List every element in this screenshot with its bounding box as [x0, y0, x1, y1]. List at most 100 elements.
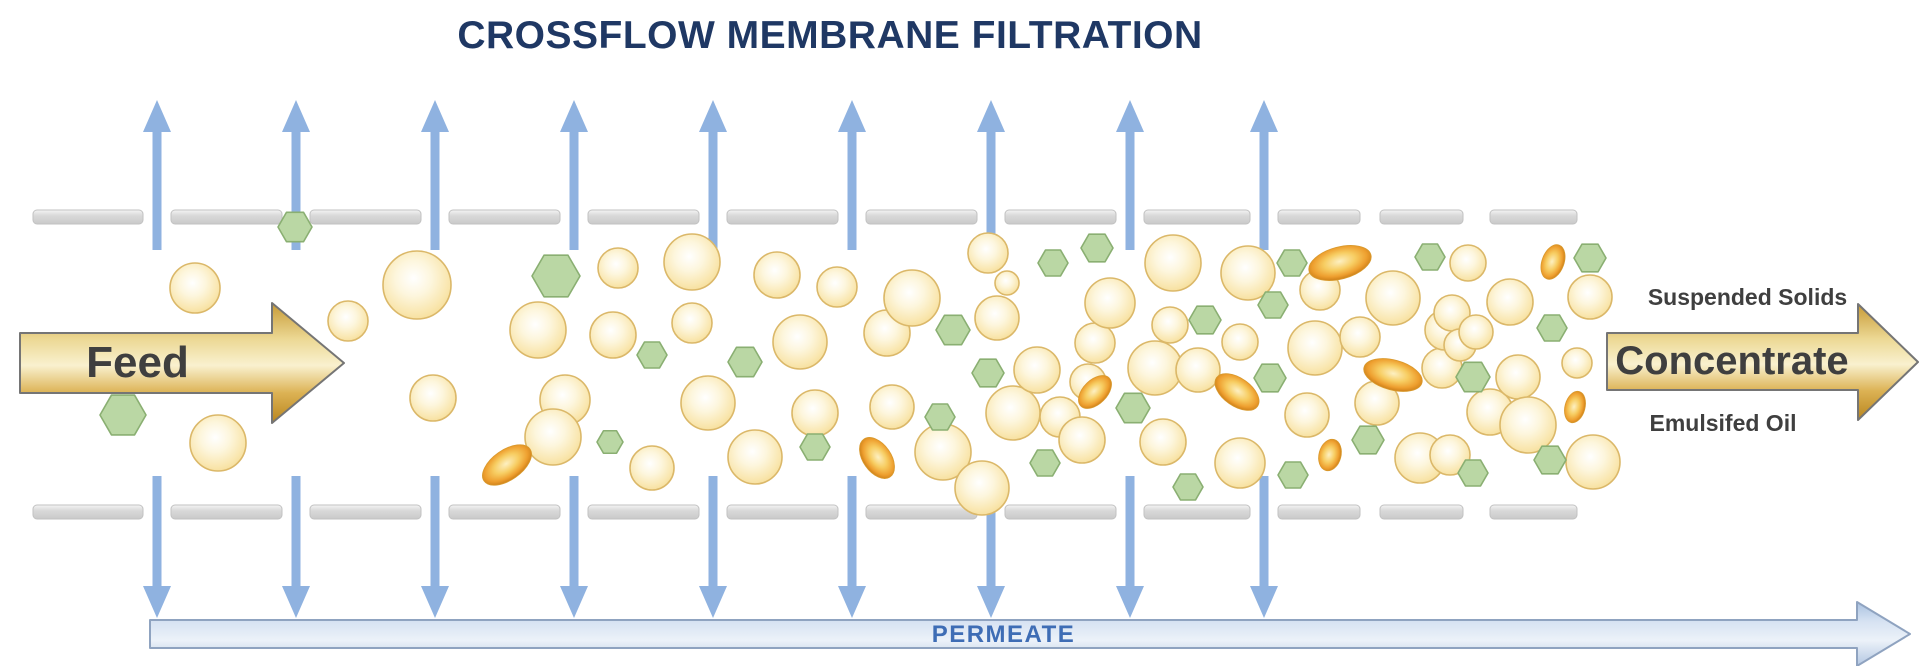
oil-droplet-particle — [1565, 434, 1621, 490]
oil-droplet-particle — [1058, 416, 1106, 464]
suspended-solid-particle — [1257, 291, 1289, 319]
oil-droplet-particle — [1365, 270, 1421, 326]
oil-droplet-particle — [869, 384, 915, 430]
membrane-segment — [1143, 504, 1251, 520]
oil-droplet-particle — [1339, 316, 1381, 358]
membrane-segment — [865, 209, 978, 225]
permeate-down-arrow — [699, 476, 727, 618]
membrane-segment — [1489, 504, 1578, 520]
oil-droplet-particle — [1220, 245, 1276, 301]
emulsified-oil-particle — [1214, 373, 1260, 411]
suspended-solid-particle — [1080, 233, 1114, 263]
membrane-segment — [448, 504, 561, 520]
diagram-title: CROSSFLOW MEMBRANE FILTRATION — [457, 14, 1203, 57]
emulsified-oil-particle — [1078, 375, 1112, 409]
suspended-solid-particle — [1414, 243, 1446, 271]
permeate-down-arrow — [143, 476, 171, 618]
membrane-segment — [1004, 504, 1117, 520]
membrane-segment — [1379, 209, 1464, 225]
suspended-solid-particle — [277, 211, 313, 243]
membrane-segment — [32, 504, 144, 520]
permeate-flow-arrows-layer — [143, 100, 1278, 618]
feed-arrow-label: Feed — [86, 338, 189, 387]
oil-droplet-particle — [1287, 320, 1343, 376]
suspended-solid-particle — [935, 314, 971, 346]
permeate-up-arrow — [560, 100, 588, 250]
suspended-solid-particle — [1115, 392, 1151, 424]
oil-droplet-particle — [524, 408, 582, 466]
oil-droplet-particle — [967, 232, 1009, 274]
permeate-down-arrow — [838, 476, 866, 618]
suspended-solid-particle — [1029, 449, 1061, 477]
emulsified-oil-particle — [1363, 358, 1423, 392]
membrane-segment — [1277, 504, 1361, 520]
oil-droplet-particle — [1429, 434, 1471, 476]
membrane-segment — [32, 209, 144, 225]
suspended-solid-particle — [727, 346, 763, 378]
membrane-segment — [170, 504, 283, 520]
membrane-segment — [1143, 209, 1251, 225]
permeate-up-arrow — [1250, 100, 1278, 250]
permeate-arrow-label: PERMEATE — [931, 621, 1076, 648]
membrane-segment — [309, 209, 422, 225]
emulsified-oil-particle — [1540, 244, 1566, 280]
oil-droplet-particle — [589, 311, 637, 359]
oil-droplet-particle — [985, 385, 1041, 441]
oil-droplet-particle — [1084, 277, 1136, 329]
suspended-solid-particle — [971, 358, 1005, 388]
suspended-solids-label: Suspended Solids — [1647, 284, 1848, 310]
emulsified-oil-particle — [1308, 245, 1372, 281]
oil-droplet-particle — [753, 251, 801, 299]
permeate-up-arrow — [143, 100, 171, 250]
membrane-segment — [865, 504, 978, 520]
permeate-down-arrow — [560, 476, 588, 618]
suspended-solid-particle — [1455, 361, 1491, 393]
oil-droplet-particle — [1139, 418, 1187, 466]
oil-droplet-particle — [409, 374, 457, 422]
oil-droplet-particle — [1214, 437, 1266, 489]
suspended-solid-particle — [99, 394, 147, 436]
oil-droplet-particle — [597, 247, 639, 289]
oil-droplet-particle — [509, 301, 567, 359]
oil-droplet-particle — [1151, 306, 1189, 344]
oil-droplet-particle — [791, 389, 839, 437]
suspended-solid-particle — [636, 341, 668, 369]
concentrate-arrow-label: Concentrate — [1615, 339, 1849, 383]
membrane-layer — [32, 209, 1578, 520]
oil-droplet-particle — [954, 460, 1010, 516]
suspended-solid-particle — [1277, 461, 1309, 489]
suspended-solid-particle — [1037, 249, 1069, 277]
membrane-segment — [726, 504, 839, 520]
oil-droplet-particle — [1013, 346, 1061, 394]
membrane-segment — [448, 209, 561, 225]
particles-layer — [99, 211, 1621, 516]
oil-droplet-particle — [1567, 274, 1613, 320]
oil-droplet-particle — [1486, 278, 1534, 326]
suspended-solid-particle — [1276, 249, 1308, 277]
oil-droplet-particle — [382, 250, 452, 320]
suspended-solid-particle — [1533, 445, 1567, 475]
emulsified-oil-particle — [1564, 390, 1586, 424]
emulsified-oil-particle — [1318, 438, 1342, 472]
membrane-segment — [1379, 504, 1464, 520]
emulsified-oil-label: Emulsifed Oil — [1649, 410, 1797, 436]
oil-droplet-particle — [1175, 347, 1221, 393]
suspended-solid-particle — [924, 403, 956, 431]
oil-droplet-particle — [772, 314, 828, 370]
oil-droplet-particle — [663, 233, 721, 291]
membrane-segment — [587, 504, 700, 520]
membrane-segment — [309, 504, 422, 520]
membrane-segment — [726, 209, 839, 225]
suspended-solid-particle — [1172, 473, 1204, 501]
oil-droplet-particle — [169, 262, 221, 314]
oil-droplet-particle — [327, 300, 369, 342]
oil-droplet-particle — [1221, 323, 1259, 361]
oil-droplet-particle — [680, 375, 736, 431]
permeate-down-arrow — [421, 476, 449, 618]
oil-droplet-particle — [727, 429, 783, 485]
suspended-solid-particle — [1253, 363, 1287, 393]
permeate-up-arrow — [977, 100, 1005, 250]
oil-droplet-particle — [1127, 340, 1183, 396]
concentrate-arrow-shape — [1606, 303, 1919, 421]
